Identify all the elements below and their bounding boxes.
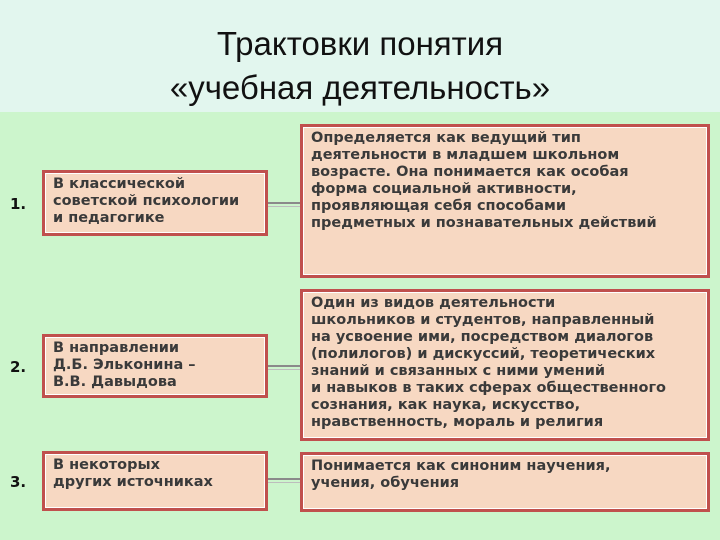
row-2-definition-box: Один из видов деятельности школьников и … [300,289,710,441]
row-1-connector-shadow [268,206,300,207]
row-3-source-box: В некоторых других источниках [42,451,268,511]
row-2-connector-shadow [268,369,300,370]
row-2-connector [268,365,300,367]
row-1-connector [268,202,300,204]
row-2-source-box: В направлении Д.Б. Эльконина – В.В. Давы… [42,334,268,398]
row-1-definition-box: Определяется как ведущий тип деятельност… [300,124,710,278]
row-3-definition-box: Понимается как синоним научения, учения,… [300,452,710,512]
title-band [0,0,720,112]
row-3-connector-shadow [268,482,300,483]
row-number-2: 2. [10,358,27,376]
title-line-2: «учебная деятельность» [169,69,551,106]
title-line-1: Трактовки понятия [216,25,504,62]
row-3-connector [268,478,300,480]
row-number-3: 3. [10,473,27,491]
slide-title: Трактовки понятия «учебная деятельность» [0,22,720,110]
row-1-source-box: В классической советской психологии и пе… [42,170,268,236]
row-number-1: 1. [10,195,27,213]
